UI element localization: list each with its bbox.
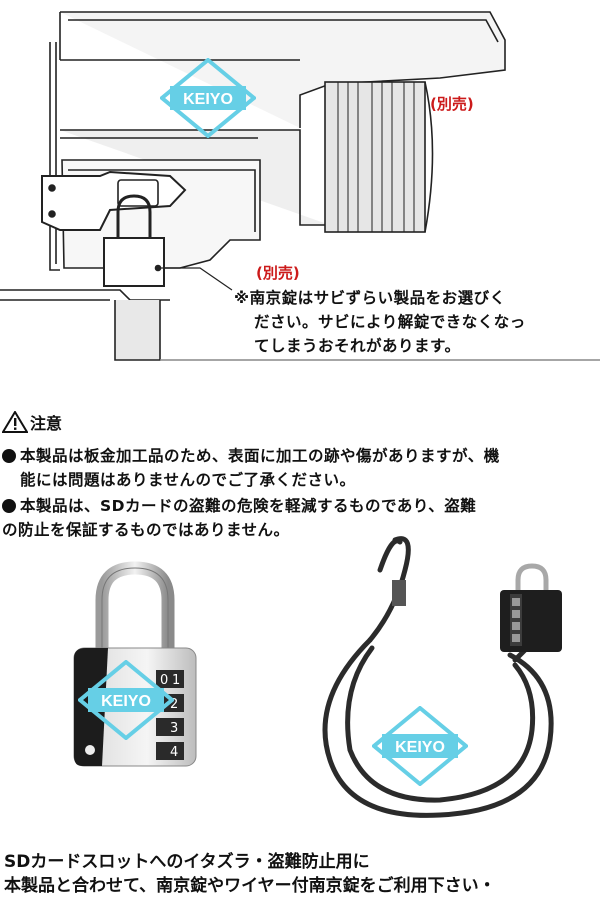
dial-digit: 3 xyxy=(170,721,178,736)
caution-item-1-line-2: 能には問題はありませんのでご了承ください。 xyxy=(20,471,356,489)
installation-diagram xyxy=(0,11,600,361)
bullet-dot xyxy=(2,499,16,513)
caution-item: 本製品は板金加工品のため、表面に加工の跡や傷がありますが、機 能には問題はありま… xyxy=(2,444,598,492)
rust-note-line-2: ださい。サビにより解錠できなくなっ xyxy=(254,313,526,331)
caution-item-2-line-2: の防止を保証するものではありません。 xyxy=(2,521,290,539)
rust-note-line-3: てしまうおそれがあります。 xyxy=(254,337,461,355)
caption-line-1: SDカードスロットへのイタズラ・盗難防止用に xyxy=(4,852,370,872)
dial-digit: 1 xyxy=(172,673,180,688)
caution-title: 注意 xyxy=(30,414,63,433)
caption-line-2: 本製品と合わせて、南京錠やワイヤー付南京錠をご利用下さい・ xyxy=(4,876,496,896)
caution-item-1-line-1: 本製品は板金加工品のため、表面に加工の跡や傷がありますが、機 xyxy=(20,447,500,465)
bottom-caption: SDカードスロットへのイタズラ・盗難防止用に 本製品と合わせて、南京錠やワイヤー… xyxy=(4,850,600,898)
wire-padlock-image xyxy=(322,536,562,818)
rust-note-line-1: ※南京錠はサビずらい製品をお選びく xyxy=(234,289,506,307)
caution-header: 注意 xyxy=(2,410,62,434)
rust-note: ※南京錠はサビずらい製品をお選びく ださい。サビにより解錠できなくなっ てしまう… xyxy=(234,286,526,358)
caution-item-2-line-1: 本製品は、SDカードの盗難の危険を軽減するものであり、盗難 xyxy=(20,497,477,515)
dial-digit: 4 xyxy=(170,745,178,760)
separate-sale-label-padlock: (別売) xyxy=(256,264,300,282)
caution-list: 本製品は板金加工品のため、表面に加工の跡や傷がありますが、機 能には問題はありま… xyxy=(2,444,598,542)
warning-icon xyxy=(2,411,28,433)
bullet-dot xyxy=(2,449,16,463)
dial-digit: 0 xyxy=(160,673,168,688)
combination-padlock-image: 0 1 2 3 4 xyxy=(73,561,197,767)
separate-sale-label-camera: (別売) xyxy=(430,95,474,113)
caution-item: 本製品は、SDカードの盗難の危険を軽減するものであり、盗難 の防止を保証するもの… xyxy=(2,494,598,542)
dial-digit: 2 xyxy=(170,697,178,712)
